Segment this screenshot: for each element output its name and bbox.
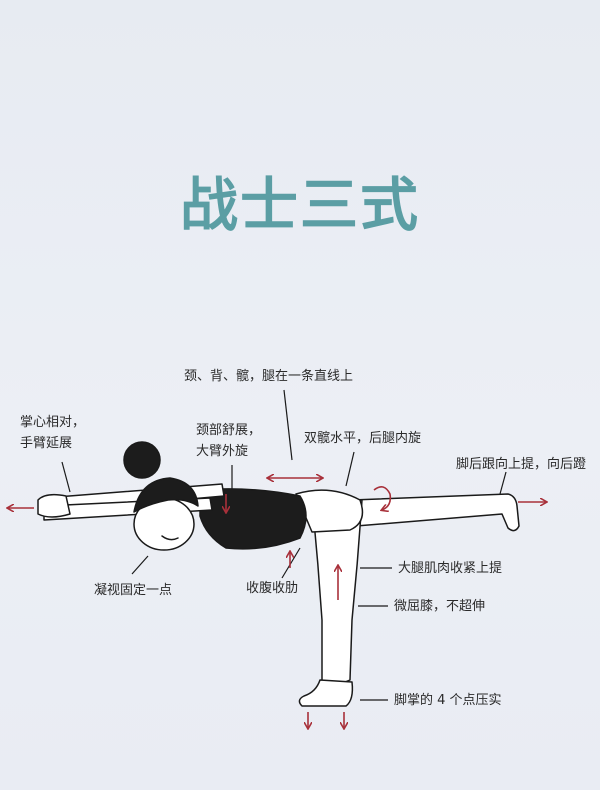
hands xyxy=(37,493,71,518)
label-sole: 脚掌的 4 个点压实 xyxy=(394,693,502,708)
label-neck-back-hip: 颈、背、髋，腿在一条直线上 xyxy=(184,369,354,384)
leader-heel xyxy=(499,471,507,495)
label-thigh: 大腿肌肉收紧上提 xyxy=(398,561,503,576)
label-knee: 微屈膝，不超伸 xyxy=(394,599,486,614)
label-gaze: 凝视固定一点 xyxy=(94,583,173,598)
leader-lines xyxy=(61,389,507,701)
arrow-hip-rotate xyxy=(373,486,392,510)
leader-gaze xyxy=(131,555,149,575)
hair-bun xyxy=(123,441,161,479)
back-leg xyxy=(351,493,520,532)
face-detail xyxy=(161,535,179,541)
label-neck-line1: 颈部舒展， xyxy=(196,423,262,438)
hip xyxy=(295,489,364,533)
label-palms-line2: 手臂延展 xyxy=(20,436,73,451)
page-title: 战士三式 xyxy=(179,171,420,239)
label-hips-level: 双髋水平，后腿内旋 xyxy=(304,431,422,446)
leader-line xyxy=(283,389,293,461)
label-abdomen: 收腹收肋 xyxy=(246,581,299,596)
leader-abdomen xyxy=(281,547,301,579)
standing-foot xyxy=(298,679,354,707)
leader-palms xyxy=(61,461,71,493)
label-neck-line2: 大臂外旋 xyxy=(196,444,249,459)
leader-hips xyxy=(345,451,355,487)
torso-top xyxy=(199,488,307,550)
label-palms-line1: 掌心相对， xyxy=(20,415,86,430)
label-palms: 掌心相对， 手臂延展 xyxy=(20,412,85,454)
indicator-arrows xyxy=(8,478,546,728)
hair xyxy=(133,477,199,513)
label-neck: 颈部舒展， 大臂外旋 xyxy=(196,420,261,462)
label-heel-lift: 脚后跟向上提，向后蹬 xyxy=(456,457,587,472)
